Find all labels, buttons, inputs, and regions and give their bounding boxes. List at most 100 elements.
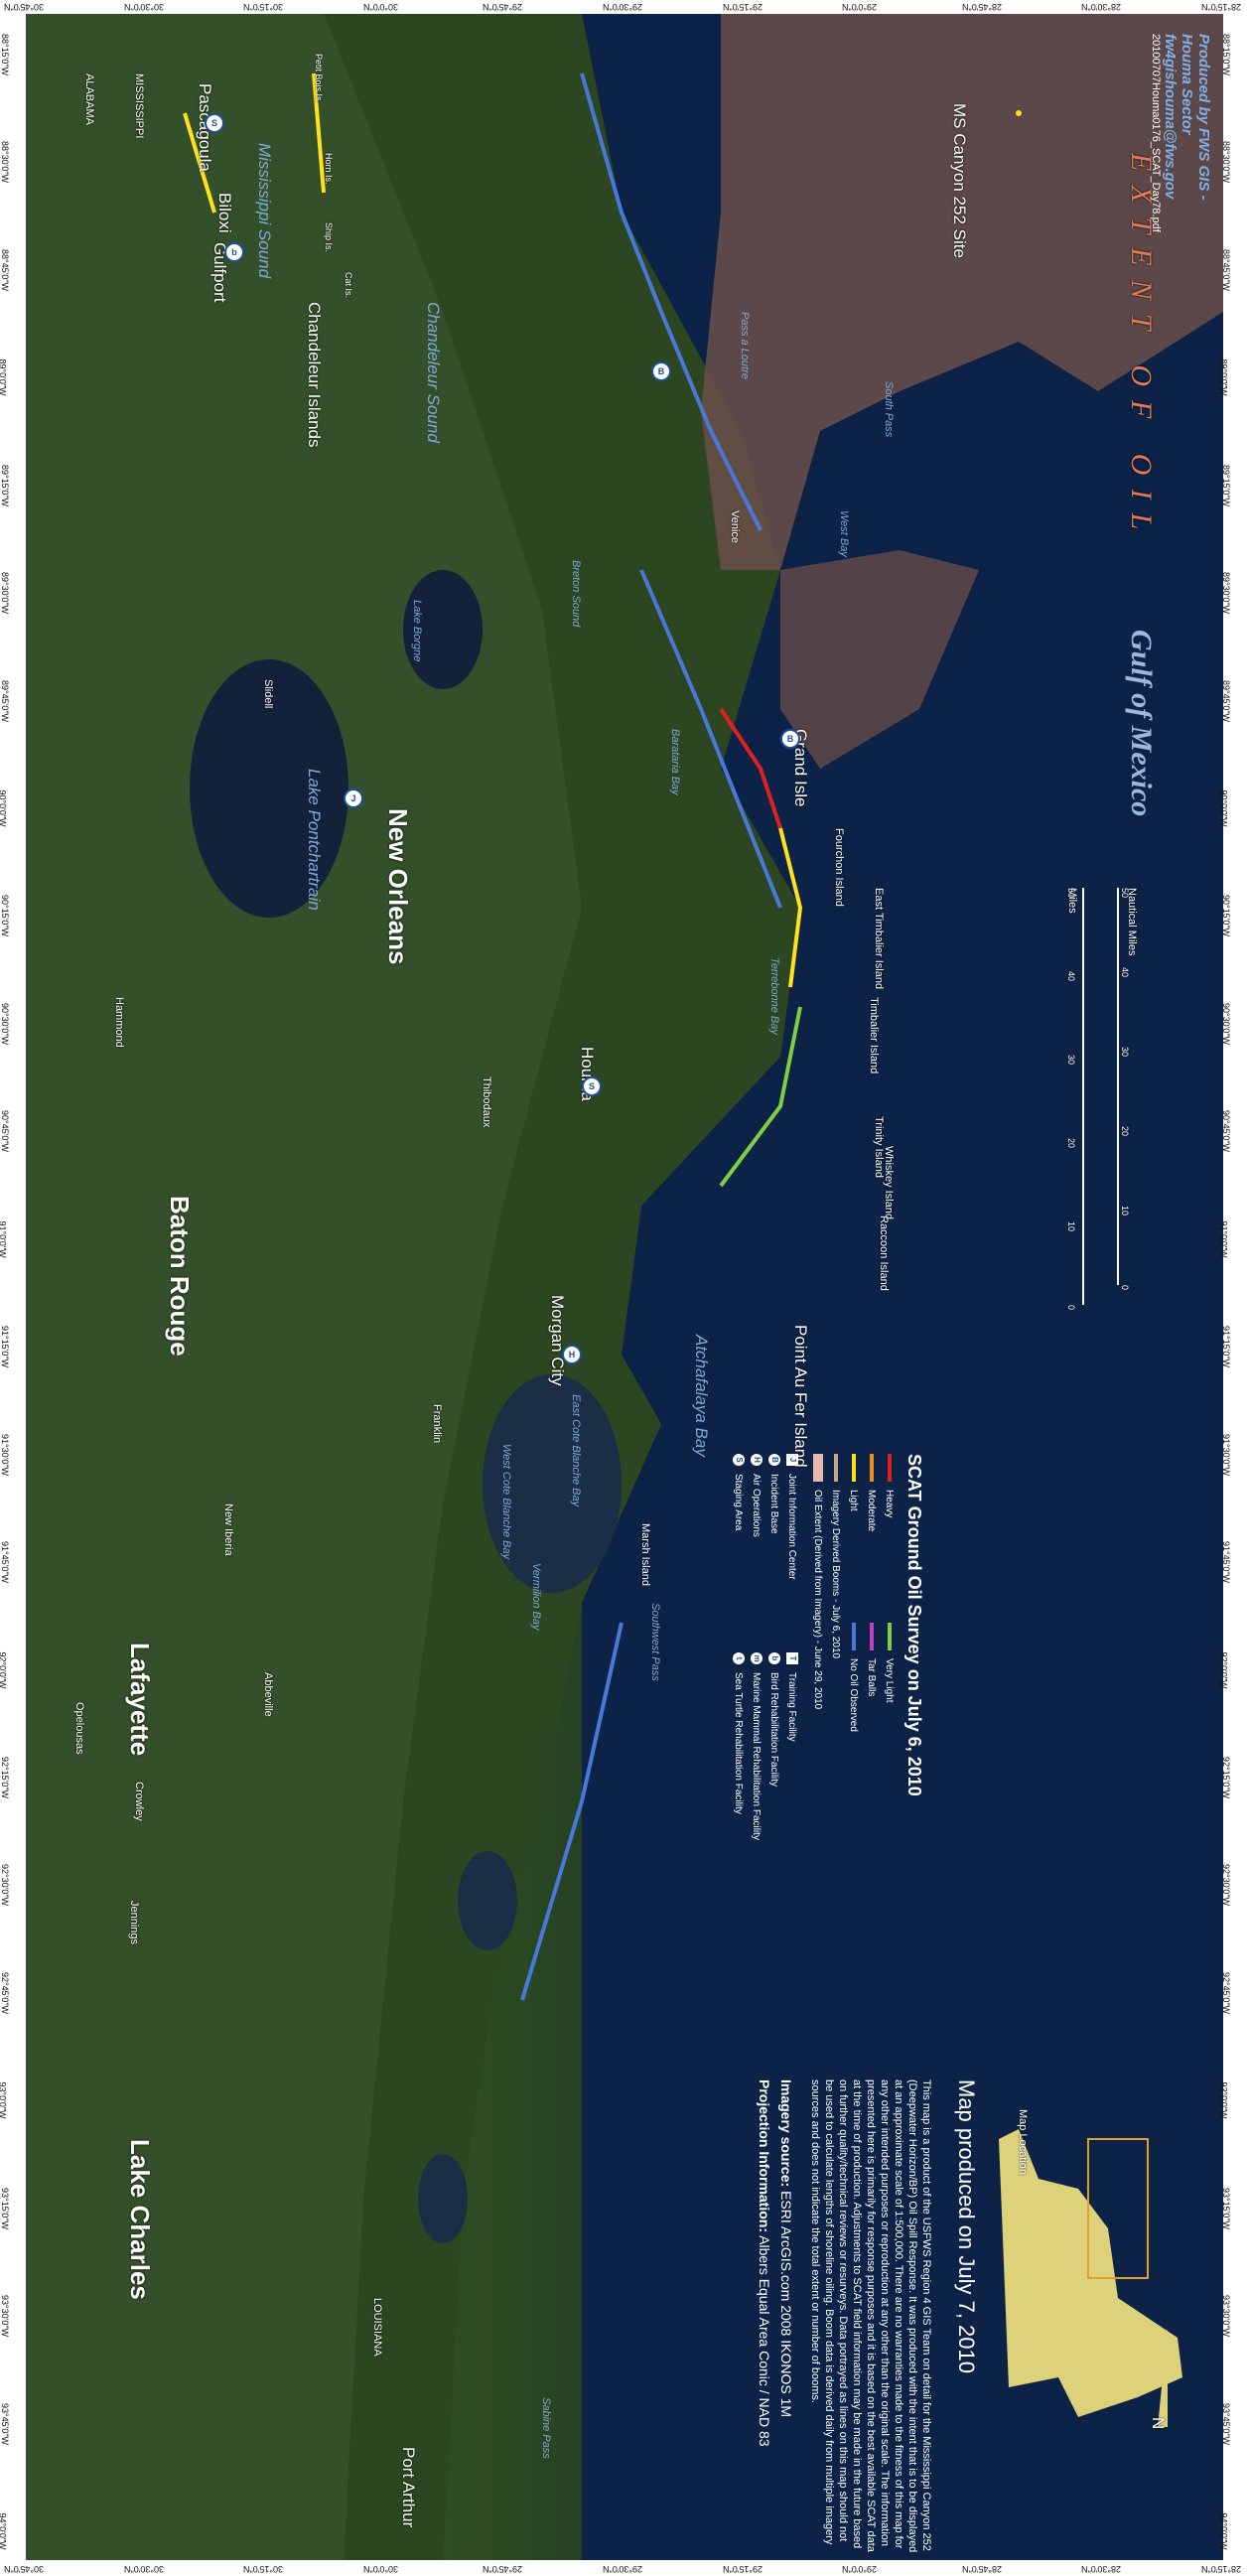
scale-nm-tick: 10 [1120,1206,1130,1216]
scat-line-heavy [719,707,782,829]
island-cat: Cat Is. [344,272,353,299]
produced-date: Map produced on July 7, 2010 [954,2079,979,2373]
facility-item: J Joint Information Center [782,1454,800,1652]
projection-info: Projection Information: Albers Equal Are… [757,2079,772,2556]
water-sabine-pass: Sabine Pass [540,2397,552,2459]
longitude-tick-right: 92°0'0"W [1218,1651,1229,1689]
water-west-bay: West Bay [838,510,850,557]
staging-area-pin-pascagoula[interactable]: S [205,113,224,133]
boom-swatch [833,1454,838,1482]
state-louisiana: LOUISIANA [371,2298,383,2357]
latitude-tick-bottom: 30°0'0"N [362,2564,398,2574]
city-jennings: Jennings [128,1901,140,1945]
scale-mile-tick: 50 [1066,888,1076,899]
facility-label: Bird Rehabilitation Facility [768,1672,779,1788]
scat-line-islands [312,72,326,194]
longitude-tick-left: 88°15'0"W [0,33,11,76]
legend-label: Tar Balls [866,1658,877,1697]
longitude-tick-left: 91°0'0"W [0,1220,8,1258]
longitude-tick-right: 94°0'0"W [1218,2512,1229,2550]
latitude-tick-top: 28°15'0"N [1201,2,1242,12]
water-barataria-bay: Barataria Bay [669,729,681,795]
imagery-source-label: Imagery source: [778,2079,794,2188]
longitude-tick-left: 90°30'0"W [0,1002,11,1045]
island-raccoon: Raccoon Island [878,1216,890,1291]
longitude-tick-left: 92°45'0"W [0,1971,11,2014]
facility-label: Staging Area [733,1474,744,1531]
latitude-tick-bottom: 29°0'0"N [842,2564,878,2574]
latitude-tick-bottom: 29°15'0"N [722,2564,763,2574]
legend-swatch [887,1623,892,1650]
city-baton-rouge: Baton Rouge [165,1196,195,1357]
facility-icon: J [785,1454,798,1466]
inset-extent-box [1087,2138,1149,2279]
facility-label: Joint Information Center [786,1474,797,1580]
scale-nm-tick: 20 [1120,1126,1130,1137]
latitude-tick-top: 29°15'0"N [722,2,763,12]
water-terrebonne-bay: Terrebonne Bay [768,957,780,1035]
calcasieu-lake [418,2154,468,2243]
legend-item: Light [844,1454,862,1623]
longitude-tick-right: 88°15'0"W [1221,33,1232,76]
longitude-tick-right: 89°0'0"W [1218,358,1229,396]
city-thibodaux: Thibodaux [481,1076,492,1128]
city-opelousas: Opelousas [73,1702,85,1755]
longitude-tick-left: 88°30'0"W [0,141,11,184]
longitude-tick-right: 89°15'0"W [1221,464,1232,506]
water-vermilion-bay: Vermilion Bay [530,1563,542,1631]
lake-pontchartrain [190,659,348,918]
scale-nm-label: Nautical Miles [1126,888,1138,956]
legend: SCAT Ground Oil Survey on July 6, 2010 H… [729,1454,924,2149]
incident-base-pin[interactable]: B [651,361,671,381]
water-southwest-pass: Southwest Pass [649,1603,661,1681]
longitude-tick-left: 94°0'0"W [0,2512,8,2550]
legend-item: No Oil Observed [844,1623,862,1791]
facility-item: tSea Turtle Rehabilitation Facility [729,1652,747,1911]
legend-item: Heavy [880,1454,898,1623]
island-horn: Horn Is. [324,153,334,185]
air-operations-pin[interactable]: H [562,1345,582,1364]
facility-label: Sea Turtle Rehabilitation Facility [733,1672,744,1814]
map-artwork [26,14,1223,2560]
city-lafayette: Lafayette [125,1643,155,1757]
facility-icon: b [767,1652,780,1664]
scale-nm-tick: 40 [1120,967,1130,978]
legend-swatch [851,1623,856,1650]
map-frame[interactable]: Baton Rouge Lafayette Lake Charles New O… [26,14,1223,2560]
latitude-tick-bottom: 29°45'0"N [483,2564,523,2574]
island-chandeleur: Chandeleur Islands [305,302,324,448]
latitude-tick-bottom: 28°15'0"N [1201,2564,1242,2574]
longitude-tick-right: 91°0'0"W [1218,1220,1229,1258]
latitude-tick-bottom: 29°30'0"N [603,2564,643,2574]
longitude-tick-right: 89°30'0"W [1221,572,1232,615]
island-marsh: Marsh Island [639,1523,651,1586]
latitude-tick-top: 30°15'0"N [243,2,284,12]
joint-information-center-pin[interactable]: J [344,788,363,808]
facility-icon: S [732,1454,745,1466]
city-abbeville: Abbeville [262,1672,274,1717]
legend-swatch [869,1623,874,1650]
scale-mile-tick: 30 [1066,1055,1076,1066]
longitude-tick-left: 90°45'0"W [0,1110,11,1153]
bird-rehab-pin[interactable]: b [224,242,244,262]
legend-label: Heavy [884,1490,895,1518]
imagery-source: Imagery source: ESRI ArcGIS.com 2008 IKO… [778,2079,794,2556]
longitude-tick-right: 93°0'0"W [1218,2081,1229,2119]
facility-icon: H [750,1454,763,1466]
credit-file: 20100707Houma0176_SCAT_Day78.pdf [1150,34,1162,232]
legend-item: Moderate [862,1454,880,1623]
inset-state [999,2129,1182,2417]
incident-base-pin-grand-isle[interactable]: B [780,729,800,749]
facility-item: HAir Operations [747,1454,764,1652]
city-franklin: Franklin [431,1404,443,1444]
coastal-marsh [324,14,800,2560]
latitude-tick-top: 28°30'0"N [1081,2,1122,12]
vermilion-bay [483,1374,622,1593]
facility-label: Incident Base [768,1474,779,1534]
staging-area-pin[interactable]: S [582,1076,602,1096]
city-hammond: Hammond [113,997,125,1048]
city-crowley: Crowley [133,1782,145,1821]
latitude-tick-top: 30°45'0"N [4,2,45,12]
longitude-tick-left: 91°15'0"W [0,1326,11,1368]
